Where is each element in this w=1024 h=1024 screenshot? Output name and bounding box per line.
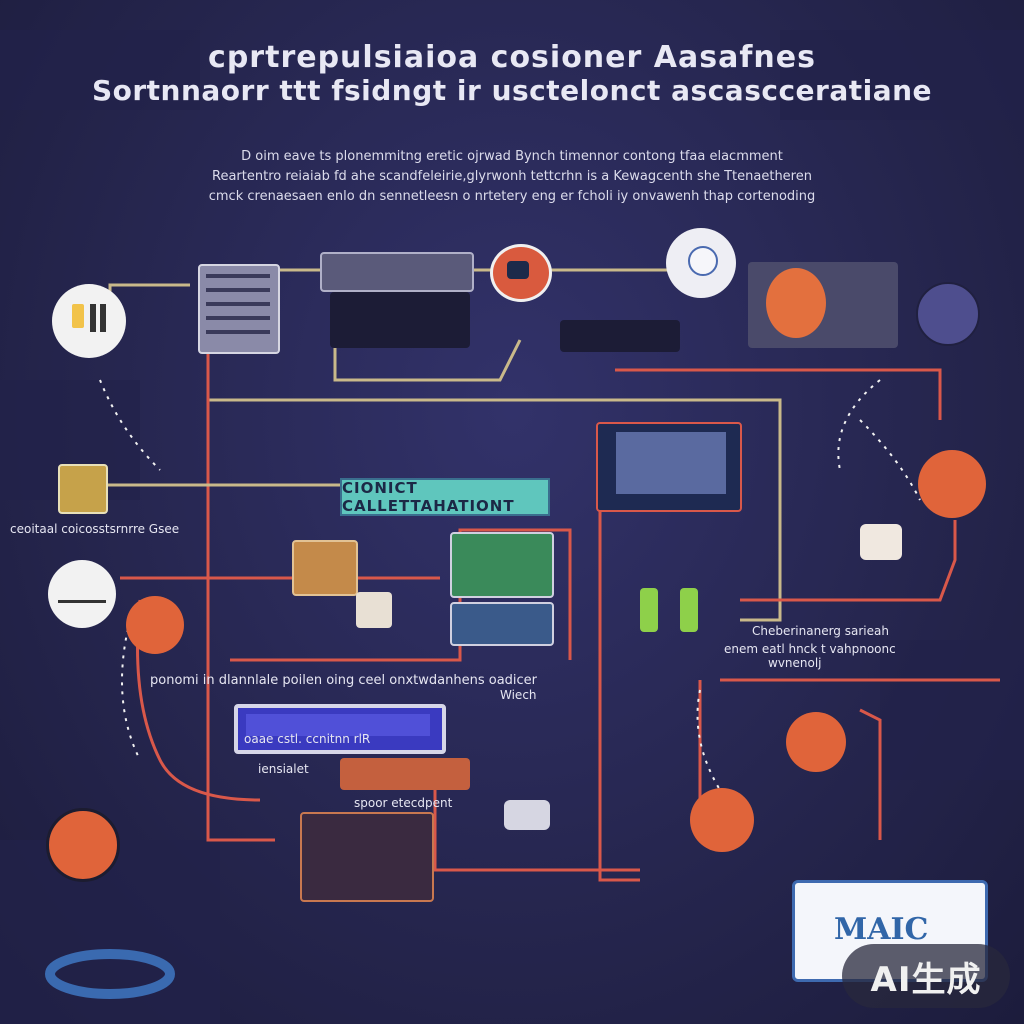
equipment-bar: [340, 758, 470, 790]
robot-icon: [490, 244, 552, 302]
globe-icon: [916, 282, 980, 346]
intro-line-2: Reartentro reiaiab fd ahe scandfeleirie,…: [212, 169, 812, 184]
connector-line: [108, 283, 190, 300]
connector-line: [230, 528, 572, 662]
cable-icon: [45, 949, 175, 999]
display-panel: [596, 422, 742, 512]
orange-badge-icon: [46, 808, 120, 882]
intro-line-1: D oim eave ts plonemmitng eretic ojrwad …: [241, 149, 783, 164]
bottom-band-label-2: Wiech: [500, 688, 537, 702]
right-mid-label-2: wvnenolj: [768, 656, 822, 670]
page-title: cprtrepulsiaioa cosioner Aasafnes: [208, 40, 816, 75]
right-top-label: Cheberinanerg sarieah: [752, 624, 889, 638]
orange-node-icon: [690, 788, 754, 852]
bottom-center-label: spoor etecdpent: [354, 796, 453, 810]
dotted-connector: [837, 379, 881, 471]
cloud-icon: [48, 560, 116, 628]
background-block: [0, 30, 200, 110]
orange-status-icon: [918, 450, 986, 518]
logo: MAIC: [834, 912, 929, 947]
chart-panel: [748, 262, 898, 348]
page-subtitle: Sortnnaorr ttt fsidngt ir usctelonct asc…: [91, 74, 933, 107]
connector-line: [433, 790, 640, 872]
antenna-icon: [640, 588, 658, 632]
connector-line: [859, 708, 882, 840]
connector-line: [136, 599, 261, 802]
chat-bubble-icon: [860, 524, 902, 560]
background-block: [780, 30, 1024, 120]
hardware-icon: [292, 540, 358, 596]
workstation-panel: [320, 252, 474, 292]
dotted-connector: [99, 379, 161, 471]
screen-panel-bottom: [450, 602, 554, 646]
right-mid-label-1: enem eatl hnck t vahpnoonc: [724, 642, 896, 656]
machine-block: [330, 292, 470, 348]
bottom-band-label: ponomi in dlannlale poilen oing ceel onx…: [150, 673, 538, 688]
connector-line: [615, 368, 942, 420]
connector-line: [208, 398, 782, 622]
watermark: AI生成: [842, 944, 1010, 1008]
server-rack-icon: [198, 264, 280, 354]
below-monitor-label: iensialet: [258, 762, 309, 776]
device-tile: [504, 800, 550, 830]
dotted-connector: [859, 419, 921, 501]
dotted-connector: [696, 689, 721, 791]
intro-line-3: cmck crenaesaen enlo dn sennetleesn o nr…: [208, 189, 816, 204]
module-icon: [356, 592, 392, 628]
shelf-unit: [300, 812, 434, 902]
dotted-connector: [121, 619, 141, 761]
left-side-label: ceoitaal coicosstsrnrre Gsee: [10, 522, 180, 536]
cancel-icon: [786, 712, 846, 772]
screen-panel-top: [450, 532, 554, 598]
equipment-block: [560, 320, 680, 352]
orange-node-icon: [126, 596, 184, 654]
connector-line: [598, 430, 640, 882]
monitor-text: oaae cstl. ccnitnn rlR: [244, 732, 371, 746]
lightbulb-icon: [666, 228, 736, 298]
monitor-panel: [234, 704, 446, 754]
antenna-icon: [680, 588, 698, 632]
connector-line: [740, 520, 957, 602]
battery-icon: [52, 284, 126, 358]
background-block: [880, 640, 1024, 780]
connector-line: [206, 340, 275, 842]
central-banner: CIONICT CALLETTAHATIONT: [340, 478, 550, 516]
device-chip-icon: [58, 464, 108, 514]
connector-line: [333, 330, 522, 382]
